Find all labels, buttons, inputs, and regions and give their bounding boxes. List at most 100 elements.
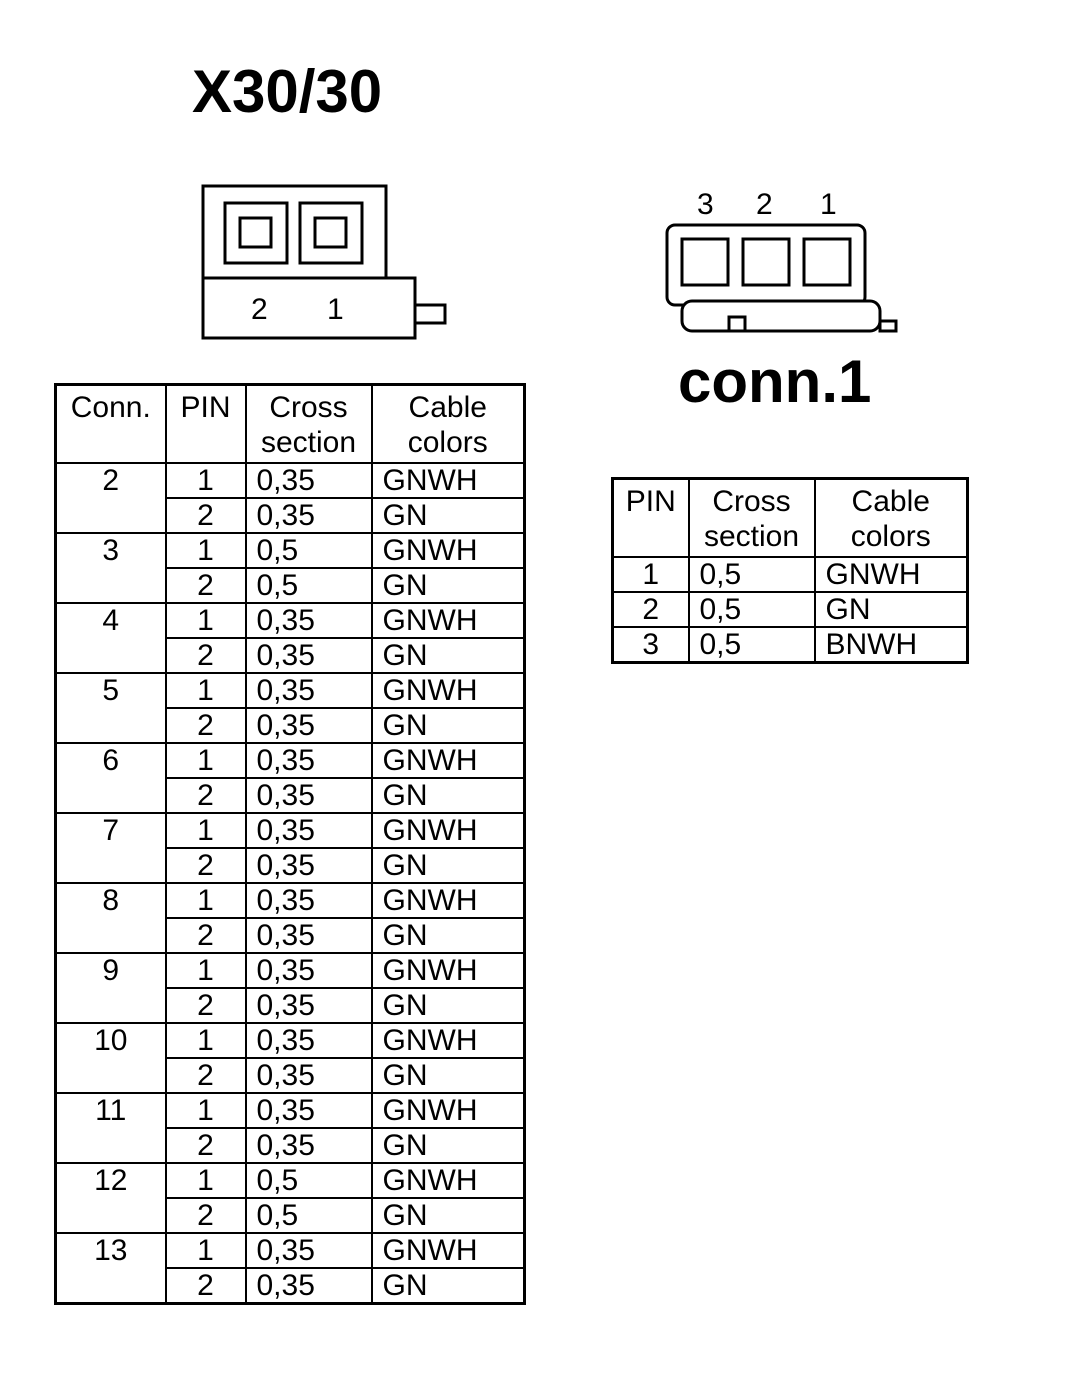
pin-cell: 1 (164, 1231, 247, 1269)
pin-cell: 1 (164, 601, 247, 639)
cable-color-cell: GNWH (813, 555, 969, 593)
cable-color-cell: GNWH (370, 811, 526, 849)
pin-cell: 2 (164, 1266, 247, 1304)
pin-cell: 2 (164, 986, 247, 1024)
cable-color-cell: GN (370, 916, 526, 954)
cable-color-cell: GN (370, 496, 526, 534)
conn-number-cell: 5 (54, 671, 167, 744)
pin-cell: 1 (164, 811, 247, 849)
header-cross-section: Cross section (244, 383, 373, 464)
cross-section-cell: 0,35 (244, 1266, 373, 1304)
cross-section-cell: 0,35 (244, 741, 373, 779)
cable-color-cell: GNWH (370, 1161, 526, 1199)
cross-section-cell: 0,35 (244, 1126, 373, 1164)
header-pin: PIN (611, 477, 690, 558)
pin-cell: 2 (164, 776, 247, 814)
connector-title-x30: X30/30 (192, 58, 383, 125)
cable-color-cell: GNWH (370, 461, 526, 499)
cross-section-cell: 0,35 (244, 1231, 373, 1269)
pin-cell: 2 (164, 916, 247, 954)
cross-section-cell: 0,35 (244, 811, 373, 849)
cross-section-cell: 0,35 (244, 601, 373, 639)
cross-section-cell: 0,35 (244, 951, 373, 989)
cable-color-cell: GNWH (370, 741, 526, 779)
cable-color-cell: GNWH (370, 1091, 526, 1129)
cross-section-cell: 0,35 (244, 846, 373, 884)
cross-section-cell: 0,5 (687, 590, 816, 628)
cross-section-cell: 0,35 (244, 496, 373, 534)
conn-number-cell: 10 (54, 1021, 167, 1094)
cross-section-cell: 0,5 (244, 531, 373, 569)
cross-section-cell: 0,5 (687, 555, 816, 593)
cable-color-cell: GNWH (370, 531, 526, 569)
cross-section-cell: 0,35 (244, 986, 373, 1024)
x30-connector-drawing: 2 1 (201, 184, 447, 340)
cross-section-cell: 0,5 (244, 1161, 373, 1199)
pin-cell: 2 (164, 496, 247, 534)
pin-cell: 1 (611, 555, 690, 593)
cable-color-cell: GN (370, 986, 526, 1024)
cable-color-cell: BNWH (813, 625, 969, 663)
cable-color-cell: GN (370, 776, 526, 814)
conn-number-cell: 3 (54, 531, 167, 604)
conn-number-cell: 9 (54, 951, 167, 1024)
conn-number-cell: 7 (54, 811, 167, 884)
pin-cell: 2 (164, 1126, 247, 1164)
cable-color-cell: GNWH (370, 881, 526, 919)
pin-cell: 1 (164, 951, 247, 989)
cross-section-cell: 0,5 (244, 566, 373, 604)
cross-section-cell: 0,35 (244, 671, 373, 709)
cross-section-cell: 0,35 (244, 776, 373, 814)
pin-cell: 2 (164, 1056, 247, 1094)
cable-color-cell: GN (370, 1266, 526, 1304)
x30-pin-label: 2 (251, 293, 268, 326)
pin-cell: 1 (164, 741, 247, 779)
pin-cell: 1 (164, 671, 247, 709)
pin-cell: 2 (164, 846, 247, 884)
pin-cell: 2 (164, 1196, 247, 1234)
cable-color-cell: GN (370, 636, 526, 674)
cross-section-cell: 0,35 (244, 706, 373, 744)
header-pin: PIN (164, 383, 247, 464)
cross-section-cell: 0,35 (244, 1056, 373, 1094)
cross-section-cell: 0,35 (244, 636, 373, 674)
cable-color-cell: GNWH (370, 601, 526, 639)
header-cable-colors: Cable colors (813, 477, 969, 558)
cable-color-cell: GNWH (370, 951, 526, 989)
connector-title-conn1: conn.1 (678, 348, 872, 415)
cross-section-cell: 0,5 (244, 1196, 373, 1234)
pin-cell: 2 (164, 706, 247, 744)
pin-cell: 2 (164, 566, 247, 604)
header-conn: Conn. (54, 383, 167, 464)
conn1-pin-label: 3 (697, 188, 714, 221)
cross-section-cell: 0,35 (244, 916, 373, 954)
pin-cell: 1 (164, 881, 247, 919)
cross-section-cell: 0,35 (244, 1021, 373, 1059)
pin-cell: 2 (611, 590, 690, 628)
pin-cell: 1 (164, 1091, 247, 1129)
conn1-pin-label: 2 (756, 188, 773, 221)
cable-color-cell: GNWH (370, 671, 526, 709)
